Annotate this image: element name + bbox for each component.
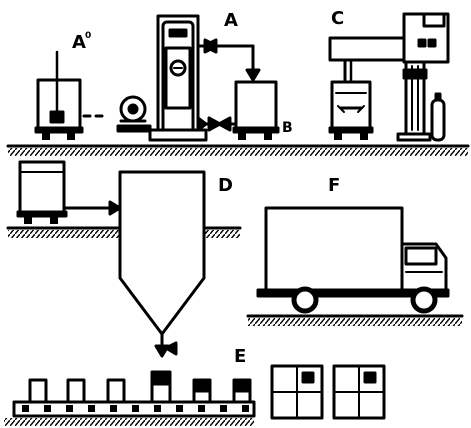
floor-row-1	[8, 146, 468, 156]
motor-icon	[118, 97, 150, 131]
arrowhead-icon	[247, 70, 259, 80]
label-a: A	[224, 10, 238, 31]
floor-truck	[248, 316, 462, 326]
label-f: F	[328, 175, 340, 196]
container-empty	[30, 380, 46, 402]
label-b: B	[282, 120, 293, 136]
hopper-d	[120, 172, 220, 346]
packed-box	[334, 366, 384, 418]
label-d: D	[218, 175, 233, 196]
label-a-prime: A	[72, 32, 86, 53]
container-full	[194, 380, 210, 402]
valve-icon	[204, 40, 217, 52]
label-c: C	[331, 8, 344, 29]
label-a-prime-mark: 0	[85, 31, 91, 41]
cart-tank	[18, 162, 118, 224]
tank-b	[234, 82, 278, 140]
conveyor-belt	[4, 402, 254, 426]
mixer-c	[330, 14, 448, 140]
tank-a-prime	[36, 52, 82, 140]
container-empty	[108, 380, 124, 402]
label-e: E	[234, 346, 246, 367]
container-filling	[152, 372, 170, 402]
valve-icon	[156, 343, 176, 356]
truck-f	[258, 208, 448, 311]
packed-box	[272, 366, 322, 418]
valve-icon	[198, 118, 230, 130]
container-empty	[68, 380, 84, 402]
container-full	[234, 380, 250, 402]
